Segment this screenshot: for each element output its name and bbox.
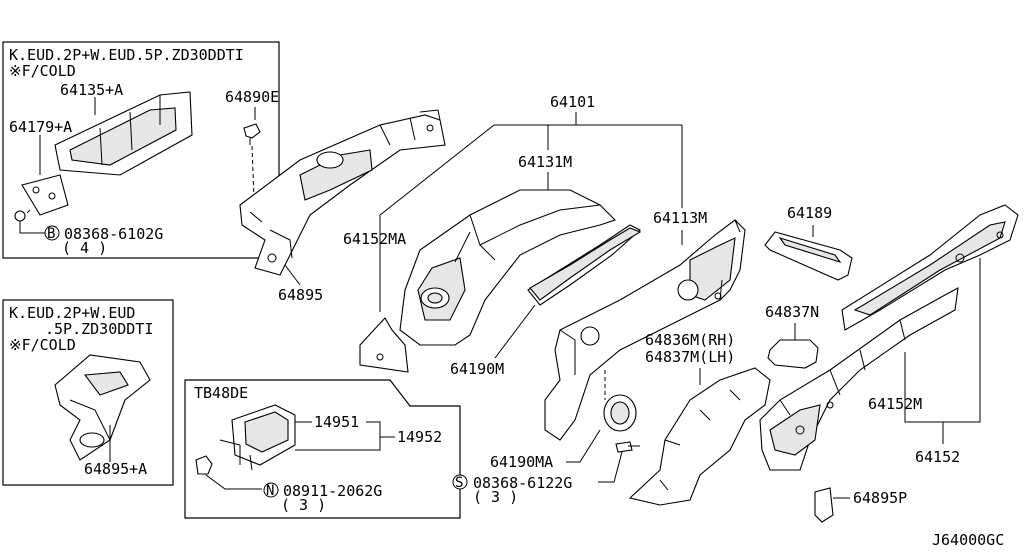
part-64189-drawing [764,231,853,281]
part-label-64113m: 64113M [653,209,707,227]
part-label-64179-a: 64179+A [9,118,72,136]
fastener-symbol-n: N [266,483,274,499]
inset-1-header-line2: ※F/COLD [9,62,76,80]
part-label-64895-a: 64895+A [84,460,147,478]
part-label-64837n: 64837N [765,303,819,321]
part-label-64190m: 64190M [450,360,504,378]
fastener-symbol-b: B [47,226,55,242]
part-label-64836m-rh: 64836M(RH) [645,331,735,349]
inset-engine-tb48de: TB48DE 14951 14952 N 08911-2062G ( 3 ) [184,379,461,519]
fastener-part-08368-6102g: 08368-6102G [64,225,163,243]
fastener-qty-4: ( 4 ) [62,239,107,257]
fastener-symbol-n-icon [263,482,279,498]
inset-2-header-line2: .5P.ZD30DDTI [45,320,153,338]
part-64895-drawing [239,109,446,276]
part-label-14951: 14951 [314,413,359,431]
part-label-64152: 64152 [915,448,960,466]
screw-icon [615,441,640,453]
part-label-64895p: 64895P [853,489,907,507]
bolt-icon [14,210,26,222]
part-64890e-drawing [243,123,261,145]
part-label-64837m-lh: 64837M(LH) [645,348,735,366]
fastener-part-08911-2062g: 08911-2062G [283,482,382,500]
inset-3-frame [184,379,461,519]
diagram-code: J64000GC [932,531,1004,549]
inset-engine-variant-1: K.EUD.2P+W.EUD.5P.ZD30DDTI ※F/COLD 64135… [2,41,280,259]
fastener-qty-3: ( 3 ) [281,496,326,514]
inset-1-frame [2,41,280,259]
inset-1-header-line1: K.EUD.2P+W.EUD.5P.ZD30DDTI [9,46,244,64]
part-14951-drawing [219,404,296,471]
part-label-64152ma: 64152MA [343,230,406,248]
part-label-64131m: 64131M [518,153,572,171]
part-label-14952: 14952 [397,428,442,446]
fastener-symbol-s: S [455,475,463,491]
part-64131m-drawing [359,189,617,373]
inset-2-header-line3: ※F/COLD [9,336,76,354]
fastener-part-08368-6122g: 08368-6122G [473,474,572,492]
part-64113m-drawing [544,219,746,441]
inset-2-frame [2,299,174,486]
fastener-qty-3-main: ( 3 ) [473,488,518,506]
part-64895-a-drawing [54,354,151,461]
fastener-symbol-s-icon [452,474,468,490]
part-label-64101: 64101 [550,93,595,111]
part-64190m-drawing [527,224,642,306]
part-label-64135-a: 64135+A [60,81,123,99]
part-label-64890e: 64890E [225,88,279,106]
part-64895p-drawing [814,487,834,523]
part-64135-a-drawing [21,91,193,216]
inset-engine-variant-2: K.EUD.2P+W.EUD .5P.ZD30DDTI ※F/COLD 6489… [2,299,174,486]
part-label-64152m: 64152M [868,395,922,413]
part-64836m-drawing [628,367,771,506]
part-label-64190ma: 64190MA [490,453,553,471]
nut-icon [195,455,213,475]
inset-2-header-line1: K.EUD.2P+W.EUD [9,304,135,322]
part-label-64189: 64189 [787,204,832,222]
part-label-64895: 64895 [278,286,323,304]
inset-3-header: TB48DE [194,384,248,402]
part-64837n-drawing [767,339,819,369]
part-64152m-drawing [759,204,1019,471]
part-64190ma-drawing [603,394,637,432]
